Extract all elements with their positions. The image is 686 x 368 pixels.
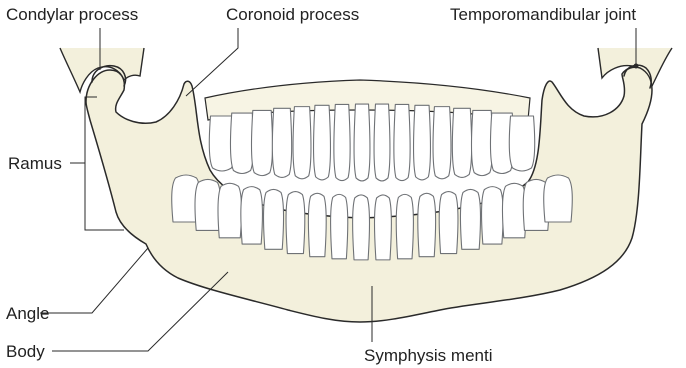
lower-tooth [418,193,436,256]
upper-teeth-row [209,104,535,181]
upper-tooth [374,104,390,181]
upper-tooth [509,116,535,171]
lower-tooth [308,193,326,256]
label-temporomandibular-joint: Temporomandibular joint [450,5,636,24]
label-body: Body [6,342,45,361]
upper-tooth [394,104,410,180]
angle-leader [40,248,148,313]
upper-tooth [314,105,331,180]
lower-tooth [195,179,221,230]
label-angle: Angle [6,304,49,323]
label-ramus: Ramus [8,154,62,173]
lower-tooth [331,194,348,258]
coronoid-leader [186,28,238,96]
upper-tooth [230,113,253,173]
lower-tooth [544,175,573,222]
upper-tooth [251,110,272,175]
upper-tooth [354,104,370,181]
lower-tooth [439,192,458,254]
lower-tooth [218,183,242,237]
upper-tooth [334,104,350,180]
lower-tooth [263,189,283,249]
upper-tooth [293,107,311,179]
lower-tooth [374,195,391,260]
label-coronoid-process: Coronoid process [226,5,359,24]
lower-tooth [241,187,263,244]
label-symphysis-menti: Symphysis menti [364,346,492,365]
lower-tooth [481,187,503,244]
tmj-marker [634,64,639,69]
lower-tooth [396,194,413,258]
label-condylar-process: Condylar process [6,5,138,24]
lower-tooth [286,192,305,254]
lower-tooth [460,189,480,249]
upper-tooth [471,110,492,175]
lower-tooth [502,183,526,237]
upper-tooth [433,107,451,179]
upper-tooth [452,108,471,177]
upper-tooth [272,108,291,177]
upper-tooth [414,105,431,180]
lower-tooth [353,195,370,260]
